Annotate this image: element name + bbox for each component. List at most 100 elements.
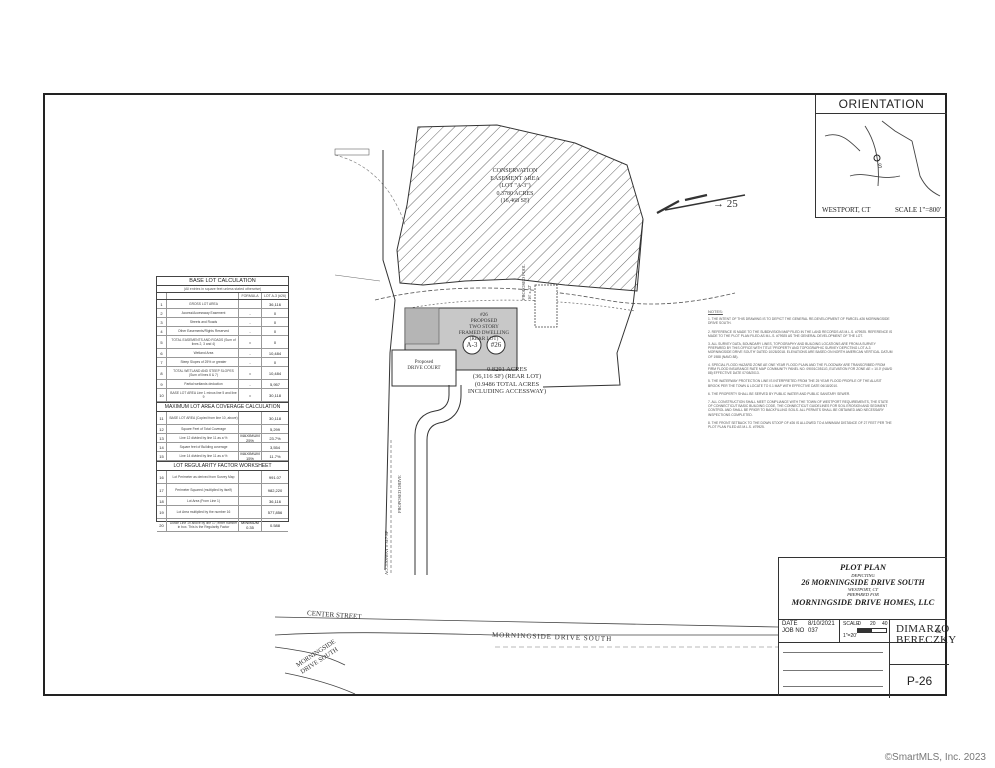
plan-prepared-for: PREPARED FOR [847, 592, 879, 597]
lot-marker-circle [462, 335, 482, 355]
table-cell-formula [238, 412, 261, 424]
table-cell-num: 6 [157, 349, 167, 357]
table-cell-value: 991.07 [261, 471, 288, 483]
table-cell-value: 5,957 [261, 380, 288, 388]
table-cell-formula [238, 497, 261, 505]
lot-area-label: 0.8291 ACRES (36,116 SF) (REAR LOT) (0.9… [467, 366, 547, 395]
table-cell-formula: - [238, 358, 261, 366]
table-row: 18 Lot Area (From Line 1) 36,116 [157, 497, 288, 506]
signature-area [779, 642, 889, 697]
table-cell-num: 19 [157, 506, 167, 518]
table-cell-value: 982,220 [261, 484, 288, 496]
brook-arrow [664, 194, 746, 211]
table-header: FORMULA LOT A-3 (#26) [157, 293, 288, 300]
svg-text:→ 25: → 25 [713, 198, 738, 210]
table-cell-formula: MAXIMUM 15% [238, 451, 261, 461]
coverage-title: MAXIMUM LOT AREA COVERAGE CALCULATION [157, 402, 288, 412]
table-cell-value: 0 [261, 336, 288, 348]
note-item: 3. ALL SURVEY DATA, BOUNDARY LINES, TOPO… [708, 342, 893, 359]
header-formula: FORMULA [238, 293, 261, 299]
table-cell-desc: TOTAL WETLAND AND STEEP SLOPES (Sum of l… [173, 369, 234, 377]
table-cell-value: 10,484 [261, 349, 288, 357]
table-cell-num: 12 [157, 425, 167, 433]
table-cell-formula [238, 443, 261, 451]
firm-ampersand: & [936, 627, 942, 635]
morningside-drive-line [274, 632, 778, 636]
firm-logo: DIMARZO & BERECZKY [889, 619, 956, 679]
table-cell-formula [238, 471, 261, 483]
table-cell-value: 11.7% [261, 452, 288, 460]
sheet-number: P-26 [889, 664, 949, 698]
title-block-header: PLOT PLAN DEPICTING 26 MORNINGSIDE DRIVE… [779, 558, 947, 620]
table-cell-formula: MAXIMUM 25% [238, 433, 261, 443]
table-cell-value: 3,554 [261, 443, 288, 451]
orientation-block: ORIENTATION S WESTPORT, CT SCALE 1"=800' [815, 95, 947, 218]
notes-block: NOTES: 1. THE INTENT OF THIS DRAWING IS … [708, 309, 893, 433]
table-cell-num: 10 [157, 389, 167, 401]
table-cell-formula: - [238, 309, 261, 317]
plan-title: PLOT PLAN [839, 562, 887, 572]
accessway-driveway [414, 385, 450, 575]
lot-calculation-table: BASE LOT CALCULATION (All entries in squ… [156, 276, 289, 532]
table-cell-value: 0 [261, 327, 288, 335]
table-cell-num: 2 [157, 309, 167, 317]
table-cell-num: 1 [157, 300, 167, 308]
table-cell-num: 9 [157, 380, 167, 388]
table-cell-num: 20 [157, 519, 167, 531]
table-cell-value: 36,116 [261, 497, 288, 505]
table-cell-value: 23.7% [261, 434, 288, 442]
table-cell-formula [238, 425, 261, 433]
copyright: ©SmartMLS, Inc. 2023 [884, 752, 986, 763]
table-cell-desc: Perimeter Squared (multiplied by itself) [175, 488, 232, 492]
table-cell-formula: = [238, 336, 261, 348]
table-cell-desc: Access/Accessway Easement [181, 311, 226, 315]
firm-name-2: BERECZKY [896, 634, 957, 646]
table-cell-desc: Other Easements/Rights Reserved [178, 329, 229, 333]
table-cell-value: 5,299 [261, 425, 288, 433]
table-cell-formula [238, 300, 261, 308]
table-cell-desc: BASE LOT AREA (Copied from line 10, abov… [169, 416, 238, 420]
table-cell-value: 10,484 [261, 367, 288, 379]
plan-depicting: DEPICTING [851, 573, 875, 578]
plot-plan-sheet: → 25 ORIENTATION S WES [43, 93, 956, 698]
note-item: 2. REFERENCE IS MADE TO THE SUBDIVISION … [708, 329, 893, 338]
flood-line [374, 287, 736, 305]
table-cell-desc: BASE LOT AREA Line 1 minus line 5 and li… [170, 391, 237, 399]
drive-court-label: Proposed DRIVE COURT [407, 360, 441, 371]
note-item: 8. THE FRONT SETBACK TO THE DOWN STOOP O… [708, 420, 892, 430]
table-cell-desc: Square feet of Building coverage [179, 445, 228, 449]
table-cell-num: 18 [157, 497, 167, 505]
table-cell-value: 0.588 [261, 519, 288, 531]
table-cell-num: 16 [157, 471, 167, 483]
table-cell-desc: GROSS LOT AREA [189, 302, 218, 306]
table-subtitle: (All entries in square feet unless state… [157, 286, 288, 293]
orientation-town: WESTPORT, CT [822, 206, 871, 214]
table-cell-desc: Lot Area (From Line 1) [187, 499, 220, 503]
table-cell-num: 7 [157, 358, 167, 366]
orientation-title: ORIENTATION [816, 95, 947, 114]
table-cell-desc: Divide Line 19 above by line 17; enter n… [169, 521, 238, 529]
table-cell-desc: Line 14 divided by line 11 as a % [179, 454, 228, 458]
proposed-drive-label: PROPOSED DRIVE [397, 475, 402, 513]
table-cell-desc: Square Feet of Total Coverage [181, 427, 226, 431]
plan-client: MORNINGSIDE DRIVE HOMES, LLC [791, 597, 935, 607]
center-street-line [274, 616, 779, 628]
regularity-title: LOT REGULARITY FACTOR WORKSHEET [157, 461, 288, 471]
header-value: LOT A-3 (#26) [261, 293, 288, 299]
table-cell-value: 0 [261, 318, 288, 326]
orientation-scale: SCALE 1"=800' [895, 206, 941, 214]
house-marker-circle [486, 335, 506, 355]
plan-town: WESTPORT, CT [848, 587, 878, 592]
table-row: 12 Square Feet of Total Coverage 5,299 [157, 425, 288, 434]
